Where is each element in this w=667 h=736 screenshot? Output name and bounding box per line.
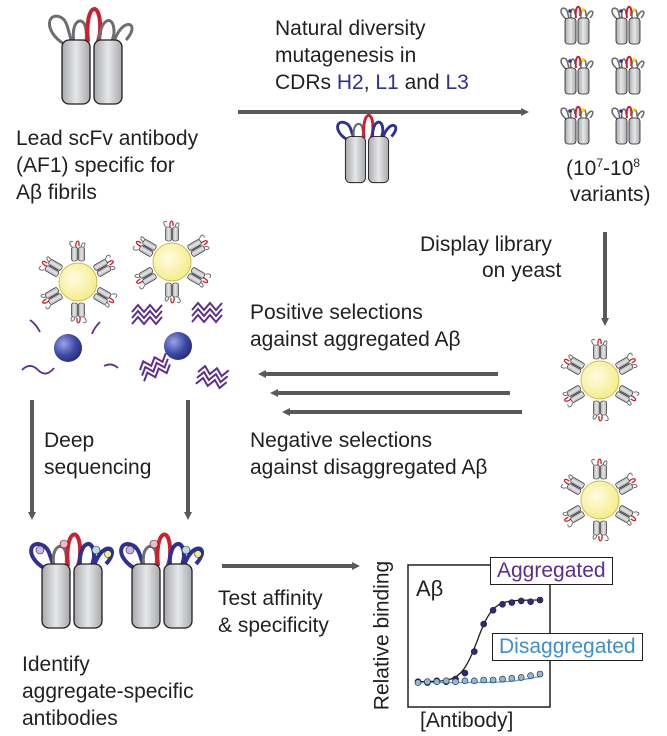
identify-line2: aggregate-specific	[22, 680, 194, 703]
deep-seq-line2: sequencing	[44, 456, 152, 479]
positive-label-line2: against aggregated Aβ	[250, 328, 461, 351]
data-point-1-9	[499, 675, 506, 683]
cdr-l3: L3	[445, 71, 469, 94]
library-exp1: 7	[596, 156, 604, 170]
data-point-1-11	[517, 674, 525, 681]
lead-label-line2: (AF1) specific for	[16, 154, 175, 177]
library-size-line1: (107-108	[566, 156, 640, 181]
display-label-line1: Display library	[420, 233, 552, 256]
final-antibody-icon-2	[119, 532, 205, 630]
data-point-1-0	[414, 679, 422, 686]
test-label-line2: & specificity	[218, 614, 329, 637]
test-label-line1: Test affinity	[218, 587, 323, 610]
cdr-prefix: CDRs	[275, 71, 337, 94]
lead-antibody-icon	[47, 7, 135, 106]
identify-line1: Identify	[22, 653, 90, 676]
monomer-bead-icon	[21, 319, 119, 375]
data-point-1-8	[489, 676, 497, 684]
cdr-comma: ,	[363, 71, 376, 94]
data-point-1-2	[433, 678, 441, 686]
library-exp2: 8	[633, 156, 641, 170]
yeast-cell-left-icon	[39, 241, 118, 323]
data-point-1-3	[442, 677, 450, 685]
library-size-line2: variants)	[570, 183, 651, 206]
data-point-0-8	[489, 606, 497, 614]
data-point-0-12	[527, 598, 534, 606]
mutagenesis-line2: mutagenesis in	[275, 44, 417, 67]
data-point-1-4	[452, 678, 459, 686]
cdr-and: and	[398, 71, 446, 94]
data-point-0-13	[536, 596, 544, 604]
legend-aggregated: Aggregated	[490, 557, 613, 585]
negative-label-line1: Negative selections	[250, 429, 433, 452]
data-point-1-7	[480, 676, 488, 684]
plot-ylabel: Relative binding	[370, 560, 394, 711]
cdr-l1: L1	[375, 71, 399, 94]
data-point-1-1	[424, 678, 431, 686]
positive-label-line1: Positive selections	[250, 301, 423, 324]
library-open: (10	[566, 157, 597, 180]
plot-layer	[414, 596, 544, 686]
display-label-line2: on yeast	[482, 259, 562, 282]
cdr-h2: H2	[336, 71, 364, 94]
plot-panel-label: Aβ	[416, 576, 444, 601]
data-point-1-12	[527, 672, 534, 680]
data-point-0-7	[480, 620, 488, 628]
lead-label-line1: Lead scFv antibody	[16, 127, 199, 150]
yeast-cell-icon	[561, 339, 640, 421]
data-point-0-10	[508, 599, 516, 606]
final-antibody-icon-1	[29, 532, 115, 630]
mutated-antibody-icon	[336, 113, 398, 185]
negative-label-line2: against disaggregated Aβ	[250, 456, 488, 479]
deep-seq-line1: Deep	[44, 429, 95, 452]
variant-library-icon	[560, 5, 645, 145]
mutagenesis-line1: Natural diversity	[275, 17, 426, 40]
data-point-0-5	[461, 669, 469, 677]
yeast-cell-right-icon	[133, 221, 212, 303]
identify-line3: antibodies	[22, 707, 118, 730]
lead-label-line3: Aβ fibrils	[16, 181, 97, 204]
data-point-0-6	[470, 648, 478, 655]
legend-disaggregated: Disaggregated	[492, 633, 643, 661]
data-point-1-13	[536, 670, 544, 678]
fibril-bead-icon	[131, 302, 230, 391]
data-point-0-9	[499, 600, 506, 608]
yeast-cell-icon-2	[561, 459, 640, 541]
plot-xlabel: [Antibody]	[420, 709, 514, 732]
library-dash: -10	[603, 157, 634, 180]
data-point-0-11	[517, 597, 525, 605]
data-point-1-5	[461, 677, 469, 685]
data-point-1-6	[470, 677, 478, 685]
mutagenesis-line3: CDRs H2, L1 and L3	[275, 70, 469, 95]
data-point-1-10	[508, 674, 516, 682]
